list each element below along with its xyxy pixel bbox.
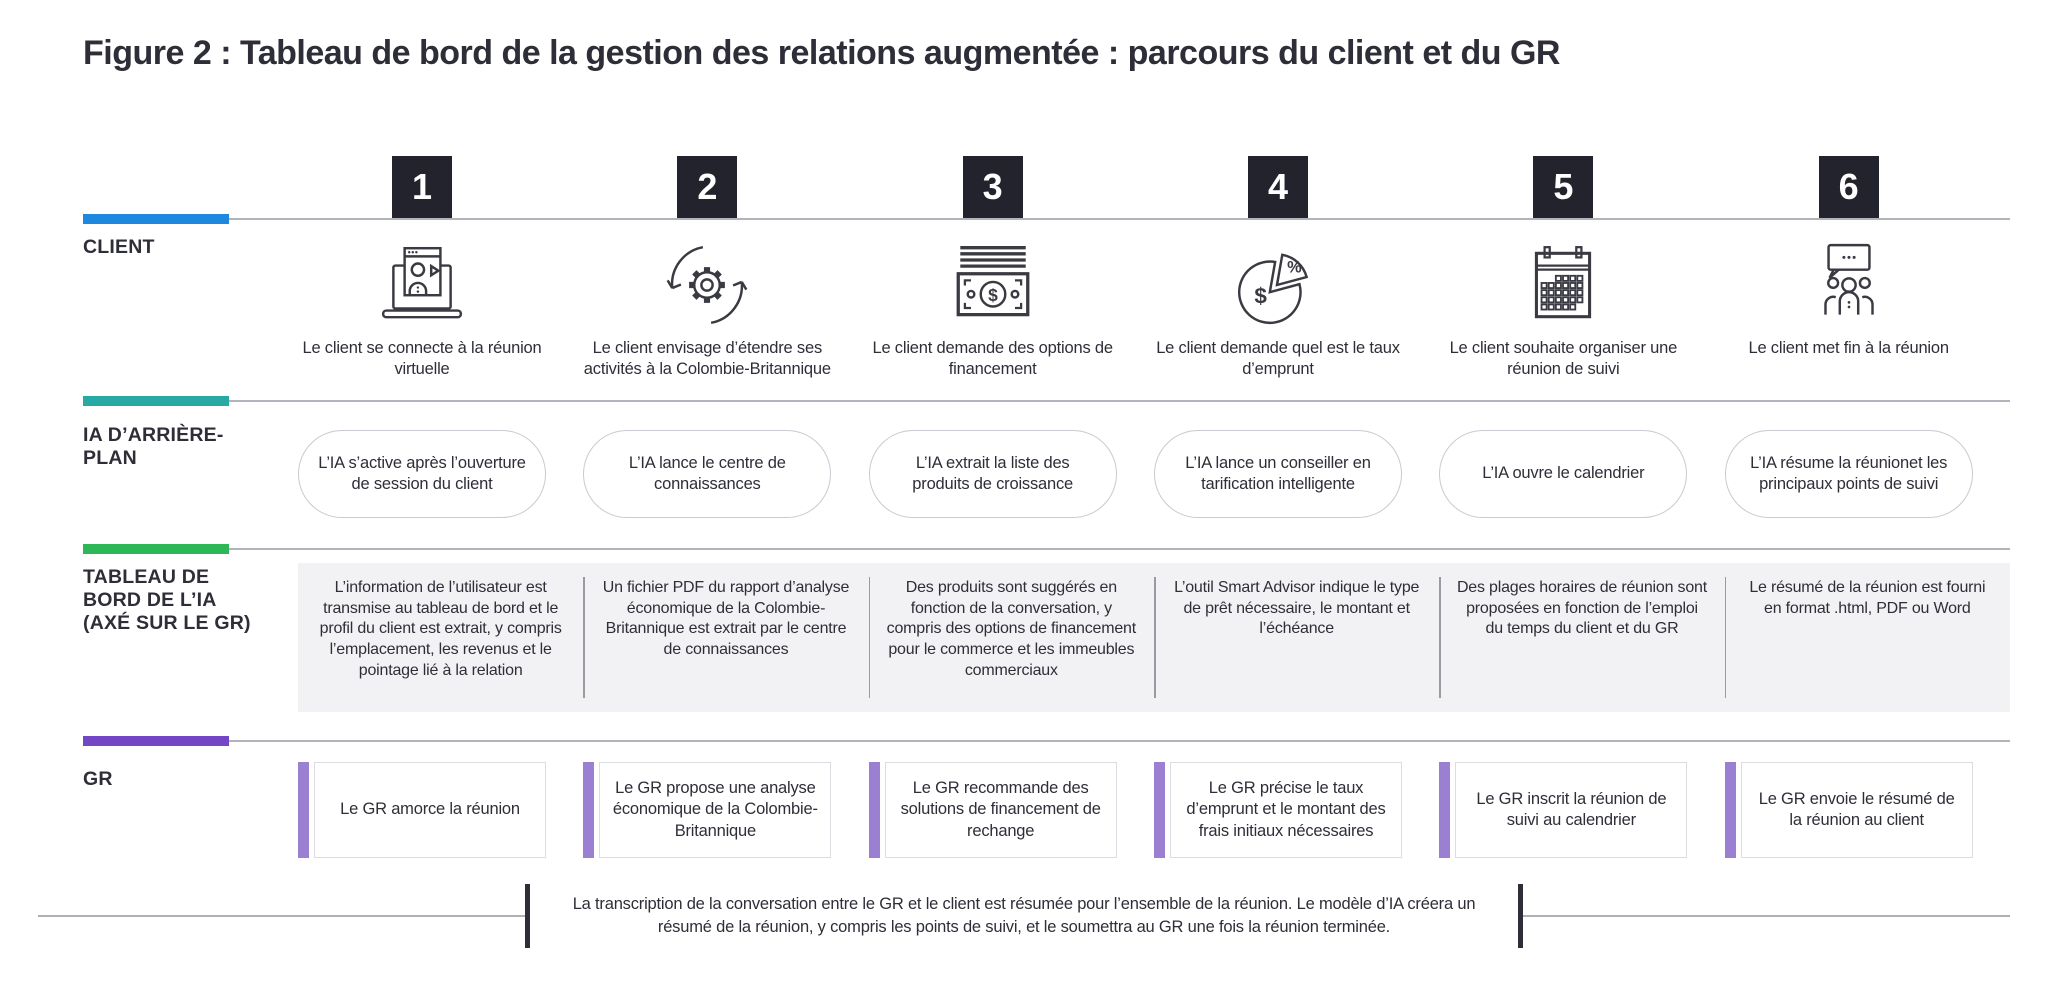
ai-dashboard-cell: Des produits sont suggérés en fonction d… (868, 563, 1154, 712)
svg-text:$: $ (1254, 283, 1267, 308)
ai-background-row-label: IA D’ARRIÈRE-PLAN (83, 424, 224, 469)
step-number-badge: 5 (1533, 156, 1594, 218)
ai-dashboard-cell: Un fichier PDF du rapport d’analyse écon… (583, 563, 869, 712)
ai-dashboard-cell: L’outil Smart Advisor indique le type de… (1154, 563, 1440, 712)
gr-action-box: Le GR précise le taux d’emprunt et le mo… (1170, 762, 1402, 858)
calendar-icon (1512, 238, 1614, 332)
ai-dashboard-cell: L’information de l’utilisateur est trans… (298, 563, 584, 712)
gr-box-accent-bar (868, 762, 880, 858)
meeting-feedback-people-icon (1798, 238, 1900, 332)
ai-dashboard-cell: Des plages horaires de réunion sont prop… (1439, 563, 1725, 712)
client-row-label: CLIENT (83, 236, 155, 258)
step-number-badge: 4 (1248, 156, 1308, 218)
footnote: La transcription de la conversation entr… (38, 884, 2010, 948)
gr-action: Le GR précise le taux d’emprunt et le mo… (1154, 762, 1402, 858)
virtual-meeting-laptop-icon (371, 238, 473, 332)
step-number-badge: 1 (392, 156, 452, 218)
footnote-left-line (38, 915, 525, 917)
step-number-badge: 6 (1818, 156, 1879, 218)
gr-row-label: GR (83, 768, 113, 790)
gr-action-box: Le GR inscrit la réunion de suivi au cal… (1455, 762, 1688, 858)
gr-action: Le GR propose une analyse économique de … (583, 762, 832, 858)
ai-background-row-rule (83, 396, 2010, 405)
ai-background-pill: L’IA extrait la liste des produits de cr… (868, 430, 1117, 518)
client-step-caption: Le client souhaite organiser une réunion… (1449, 339, 1678, 379)
gr-row: GR Le GR amorce la réunion Le GR propose… (83, 762, 2010, 858)
gr-action-box: Le GR envoie le résumé de la réunion au … (1740, 762, 1973, 858)
client-step-caption: Le client demande quel est le taux d’emp… (1156, 339, 1400, 379)
ai-background-pill: L’IA ouvre le calendrier (1439, 430, 1688, 518)
footnote-text: La transcription de la conversation entr… (572, 894, 1476, 936)
ai-dashboard-cell: Le résumé de la réunion est fourni en fo… (1724, 563, 2010, 712)
ai-background-pill: L’IA s’active après l’ouverture de sessi… (298, 430, 546, 518)
rate-pie-chart-icon: $ % (1227, 238, 1329, 332)
gr-action-box: Le GR propose une analyse économique de … (599, 762, 832, 858)
gr-action: Le GR envoie le résumé de la réunion au … (1724, 762, 1973, 858)
figure-title: Figure 2 : Tableau de bord de la gestion… (83, 34, 1560, 72)
client-step-caption: Le client met fin à la réunion (1748, 339, 1949, 357)
gr-box-accent-bar (583, 762, 595, 858)
svg-text:$: $ (988, 285, 998, 305)
ai-background-pill: L’IA lance le centre de connaissances (583, 430, 832, 518)
ai-background-row: IA D’ARRIÈRE-PLAN L’IA s’active après l’… (83, 424, 2010, 518)
gr-action: Le GR inscrit la réunion de suivi au cal… (1439, 762, 1688, 858)
ai-background-pill: L’IA lance un conseiller en tarification… (1154, 430, 1402, 518)
client-step-caption: Le client demande des options de finance… (872, 339, 1113, 379)
client-row-rule (83, 214, 2010, 223)
gr-box-accent-bar (1724, 762, 1736, 858)
ai-dashboard-row-label: TABLEAU DE BORD DE L’IA (AXÉ SUR LE GR) (83, 566, 251, 634)
footnote-right-line (1523, 915, 2010, 917)
gr-action: Le GR recommande des solutions de financ… (868, 762, 1117, 858)
gr-action-box: Le GR recommande des solutions de financ… (884, 762, 1117, 858)
money-banknote-icon: $ (942, 238, 1044, 332)
ai-dashboard-row-rule (83, 544, 2010, 553)
client-step-caption: Le client envisage d’étendre ses activit… (583, 339, 831, 379)
step-number-badge: 3 (962, 156, 1023, 218)
footnote-left-bar (525, 884, 530, 948)
step-number-badge: 2 (677, 156, 738, 218)
gr-action: Le GR amorce la réunion (298, 762, 546, 858)
gr-box-accent-bar (298, 762, 309, 858)
footnote-right-bar (1518, 884, 1523, 948)
expansion-gear-arrows-icon (656, 238, 758, 332)
gr-box-accent-bar (1154, 762, 1165, 858)
client-step-caption: Le client se connecte à la réunion virtu… (302, 339, 542, 379)
step-numbers-row: 1 2 3 4 5 6 (83, 156, 2010, 218)
gr-box-accent-bar (1439, 762, 1451, 858)
svg-text:%: % (1287, 259, 1302, 277)
ai-dashboard-row: TABLEAU DE BORD DE L’IA (AXÉ SUR LE GR) … (83, 563, 2010, 712)
gr-action-box: Le GR amorce la réunion (314, 762, 546, 858)
ai-background-pill: L’IA résume la réunionet les principaux … (1724, 430, 1973, 518)
gr-row-rule (83, 736, 2010, 745)
client-row: CLIENT Le client se connecte à la réunio… (83, 236, 2010, 381)
